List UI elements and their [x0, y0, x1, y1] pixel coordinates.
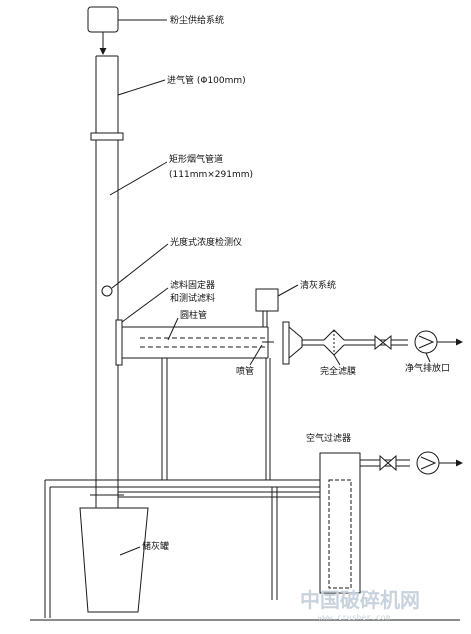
watermark-url: www.crusher.com [318, 613, 390, 622]
label-cleaning-system: 清灰系统 [300, 279, 336, 291]
label-filter-holder-1: 滤料固定器 [170, 279, 215, 291]
label-dust-feed: 粉尘供给系统 [170, 14, 224, 26]
label-rect-duct-size: (111mm×291mm) [169, 170, 253, 180]
opacity-meter [101, 285, 113, 297]
label-filter-holder-2: 和测试滤料 [170, 292, 215, 304]
filter-holder [115, 319, 123, 366]
pipe-flange [90, 132, 124, 141]
air-filter [319, 452, 361, 594]
label-inlet-pipe: 进气管 (Φ100mm) [167, 74, 246, 86]
ash-hopper [79, 494, 149, 613]
label-opacity-meter: 光度式浓度检测仪 [170, 236, 242, 248]
label-nozzle: 喷管 [236, 365, 254, 377]
watermark-text: 中国破碎机网 [300, 588, 420, 612]
label-clean-exhaust: 净气排放口 [405, 362, 450, 374]
label-rect-duct: 矩形烟气管道 [169, 153, 223, 165]
label-safety-filter: 完全滤膜 [320, 365, 356, 377]
cleaning-system-box [255, 288, 279, 312]
label-ash-hopper: 储灰罐 [142, 540, 169, 552]
label-clean-pipe: 圆柱管 [180, 309, 207, 321]
dust-feeder-box [87, 6, 119, 33]
label-air-filter: 空气过滤器 [306, 432, 351, 444]
